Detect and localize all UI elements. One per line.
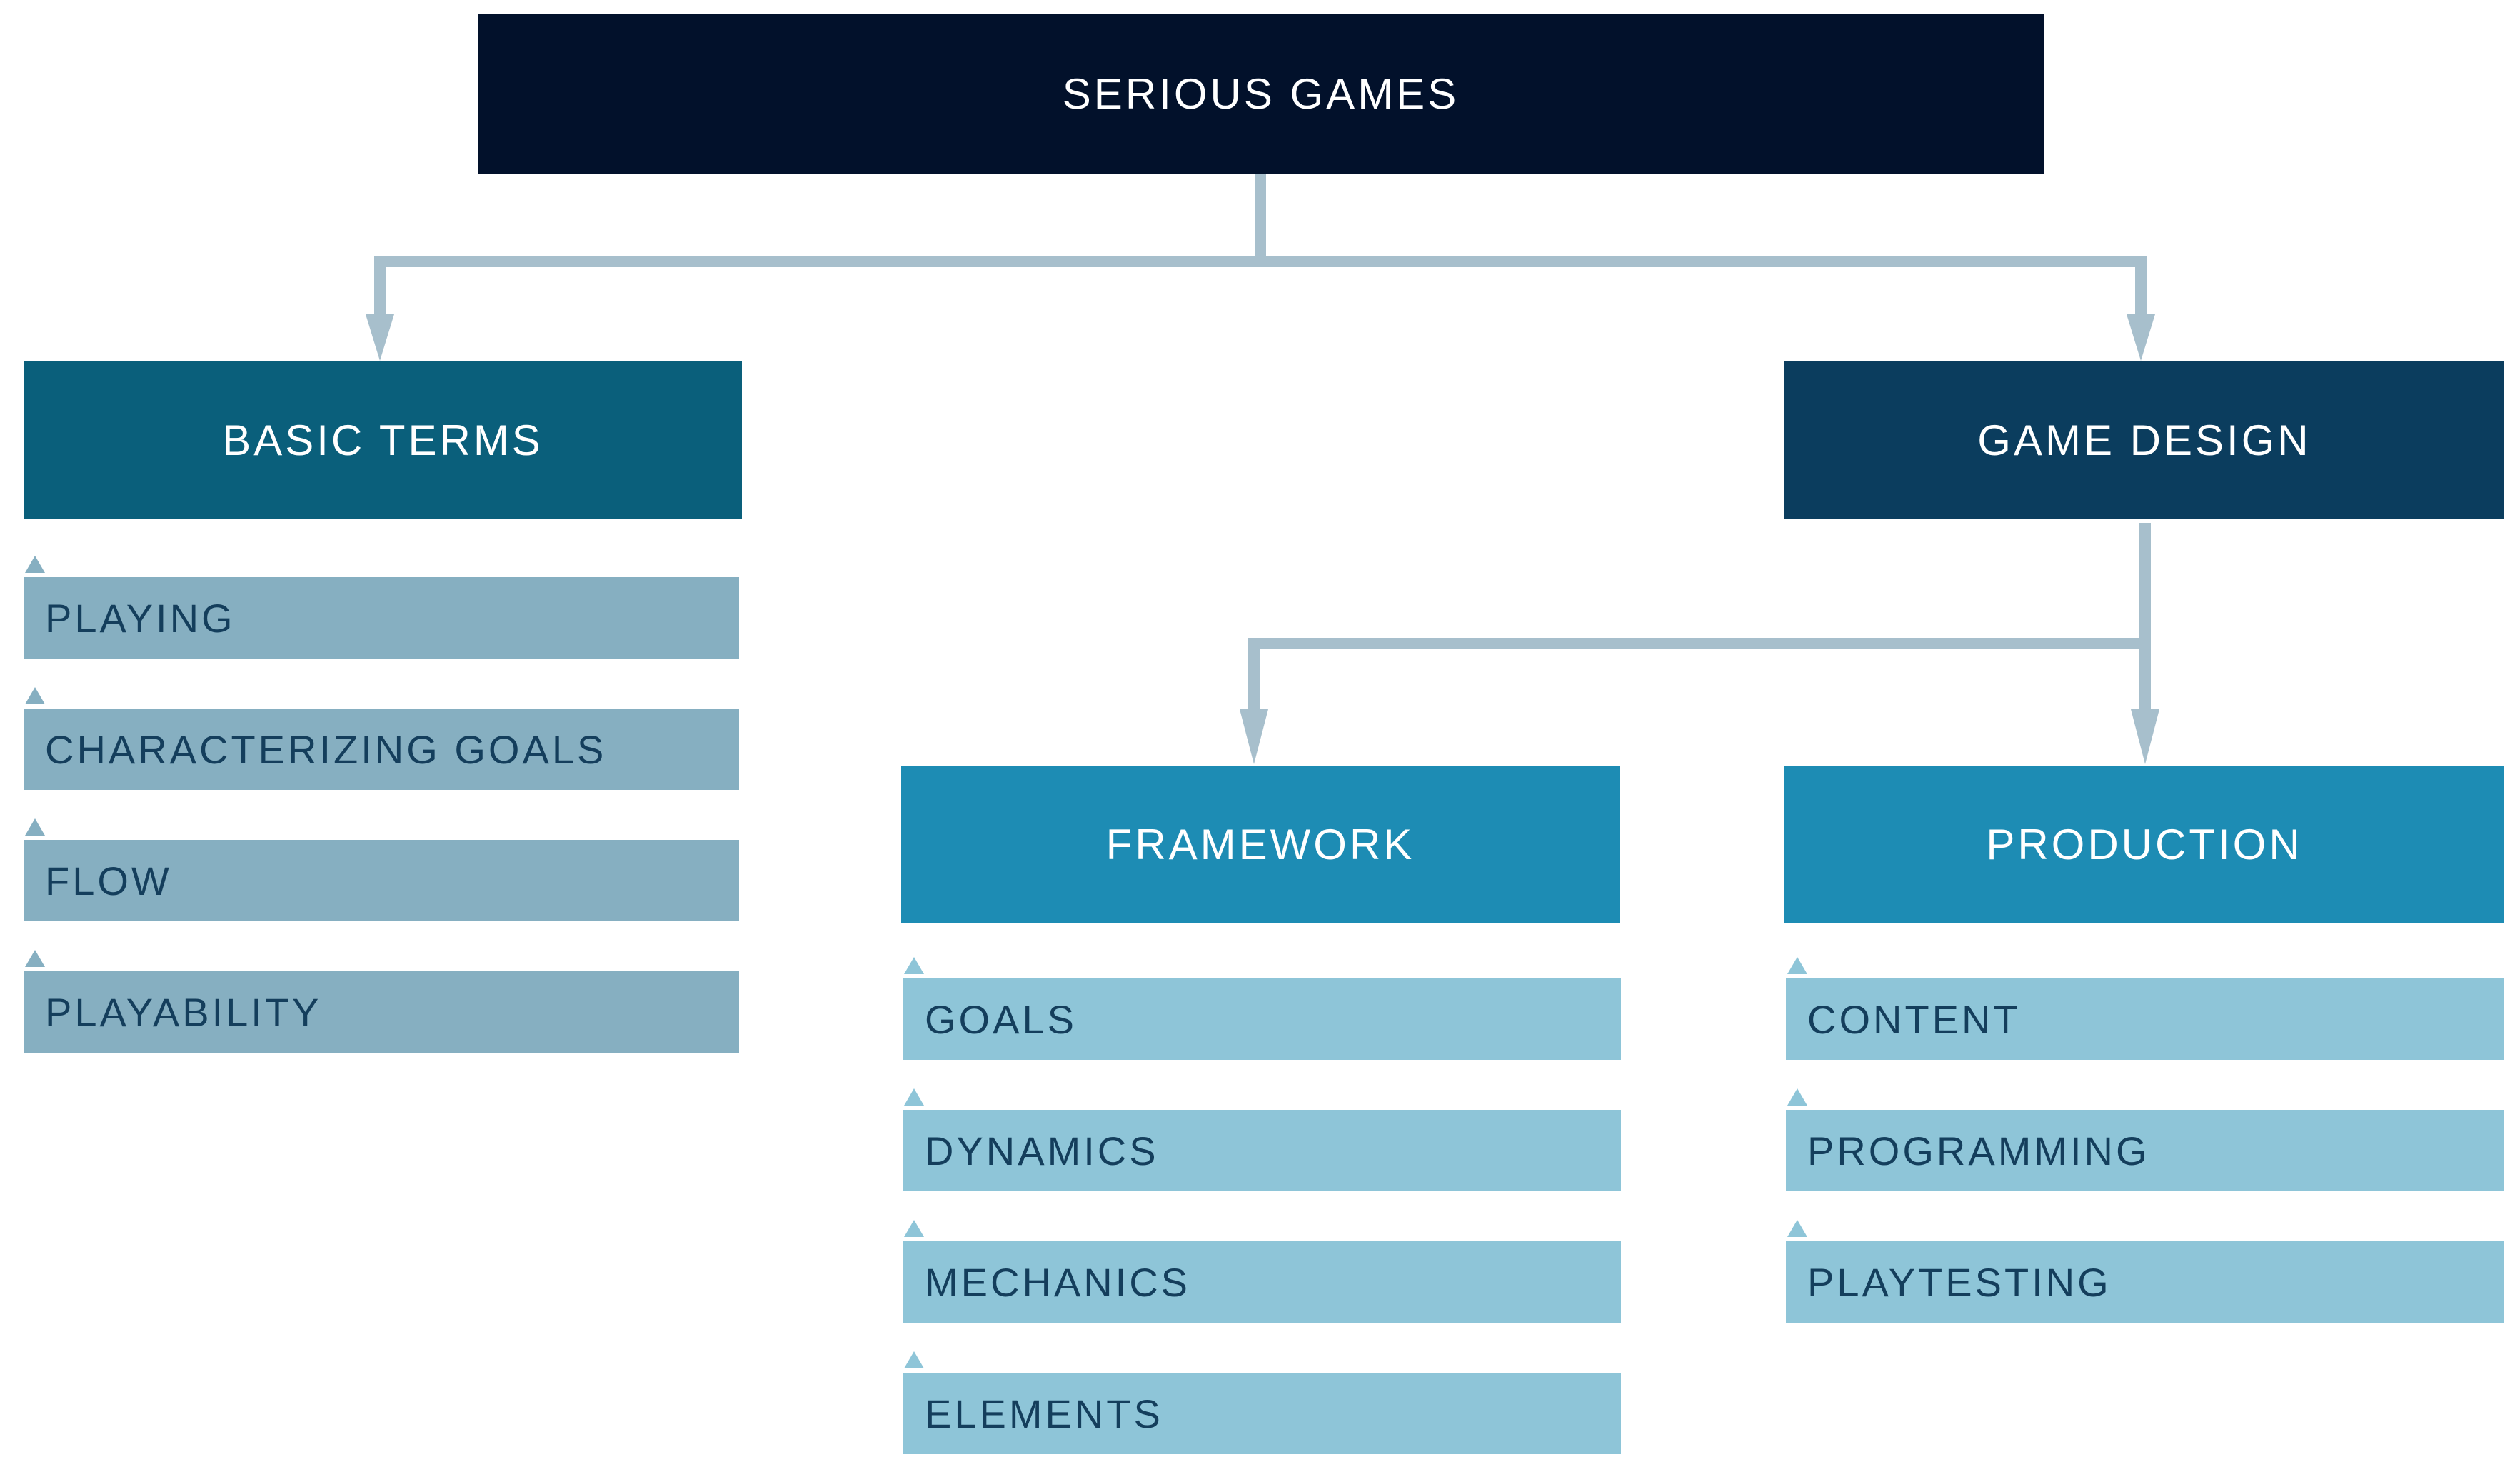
item-label: MECHANICS [925, 1259, 1191, 1305]
bullet-triangle-icon [1787, 957, 1807, 974]
basic-terms-label: BASIC TERMS [222, 416, 543, 464]
item-label: DYNAMICS [925, 1128, 1159, 1173]
framework-item-elements: ELEMENTS [903, 1373, 1621, 1454]
basic-terms-item-characterizing-goals: CHARACTERIZING GOALS [24, 709, 739, 790]
bullet-triangle-icon [25, 687, 45, 704]
bullet-triangle-icon [1787, 1088, 1807, 1106]
bullet-triangle-icon [904, 957, 924, 974]
bullet-triangle-icon [904, 1351, 924, 1368]
arrow-to-basic-terms-icon [366, 314, 394, 361]
production-item-playtesting: PLAYTESTING [1786, 1241, 2504, 1323]
framework-item-dynamics: DYNAMICS [903, 1110, 1621, 1191]
arrow-to-game-design-icon [2127, 314, 2155, 361]
framework-item-mechanics: MECHANICS [903, 1241, 1621, 1323]
item-label: FLOW [45, 858, 172, 903]
item-label: ELEMENTS [925, 1391, 1163, 1436]
root-node: SERIOUS GAMES [478, 14, 2044, 174]
bullet-triangle-icon [904, 1088, 924, 1106]
item-label: PROGRAMMING [1807, 1128, 2150, 1173]
arrow-to-production-icon [2131, 709, 2159, 764]
bullet-triangle-icon [25, 818, 45, 836]
item-label: GOALS [925, 996, 1077, 1042]
production-label: PRODUCTION [1986, 821, 2303, 868]
basic-terms-item-playing: PLAYING [24, 577, 739, 659]
framework-node: FRAMEWORK [901, 766, 1620, 923]
framework-label: FRAMEWORK [1105, 821, 1415, 868]
bullet-triangle-icon [1787, 1220, 1807, 1237]
basic-terms-item-playability: PLAYABILITY [24, 971, 739, 1053]
item-label: PLAYING [45, 595, 236, 641]
framework-item-goals: GOALS [903, 978, 1621, 1060]
production-item-programming: PROGRAMMING [1786, 1110, 2504, 1191]
game-design-label: GAME DESIGN [1977, 416, 2311, 464]
bullet-triangle-icon [904, 1220, 924, 1237]
item-label: PLAYABILITY [45, 989, 322, 1035]
game-design-node: GAME DESIGN [1784, 361, 2504, 519]
basic-terms-node: BASIC TERMS [24, 361, 742, 519]
item-label: PLAYTESTING [1807, 1259, 2112, 1305]
bullet-triangle-icon [25, 556, 45, 573]
game-design-connector-line [1248, 523, 2151, 718]
bullet-triangle-icon [25, 950, 45, 967]
item-label: CHARACTERIZING GOALS [45, 726, 607, 772]
root-label: SERIOUS GAMES [1062, 70, 1460, 118]
item-label: CONTENT [1807, 996, 2021, 1042]
production-node: PRODUCTION [1784, 766, 2504, 923]
production-item-content: CONTENT [1786, 978, 2504, 1060]
basic-terms-item-flow: FLOW [24, 840, 739, 921]
arrow-to-framework-icon [1240, 709, 1268, 764]
root-connector-line [374, 174, 2147, 325]
